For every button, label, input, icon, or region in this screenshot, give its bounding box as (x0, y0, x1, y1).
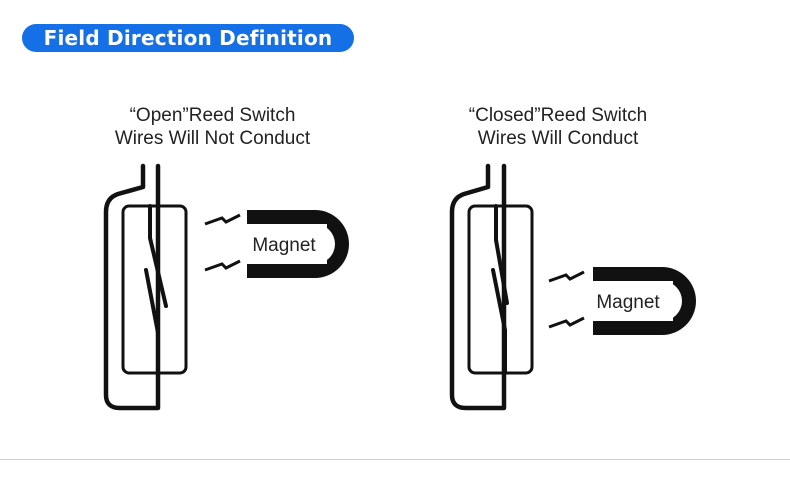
open-switch-caption-line2: Wires Will Not Conduct (114, 128, 311, 149)
closed-switch-upper-reed (494, 204, 509, 305)
open-switch-caption: “Open”Reed Switch Wires Will Not Conduct (95, 104, 330, 150)
closed-field-bolt-lower-icon (548, 316, 585, 329)
closed-magnet-label-bg (593, 281, 673, 321)
open-reed-switch (103, 163, 188, 411)
closed-switch-caption-line2: Wires Will Conduct (477, 128, 639, 149)
bottom-divider (0, 459, 790, 460)
section-title-badge: Field Direction Definition (22, 24, 354, 52)
closed-field-bolt-upper-icon (548, 270, 585, 283)
open-field-bolt-lower-icon (204, 259, 241, 272)
closed-reed-switch (449, 163, 534, 411)
closed-switch-housing (449, 163, 507, 411)
open-switch-caption-line1: “Open”Reed Switch (129, 105, 296, 126)
open-switch-lower-reed (144, 268, 160, 375)
closed-switch-caption-line1: “Closed”Reed Switch (468, 105, 648, 126)
open-switch-glass-capsule (121, 204, 188, 375)
closed-switch-lower-reed (491, 268, 507, 375)
open-field-bolt-upper-icon (204, 213, 241, 226)
closed-magnet-body (593, 267, 696, 335)
open-switch-housing (103, 163, 161, 411)
closed-switch-glass-capsule (467, 204, 534, 375)
closed-switch-caption: “Closed”Reed Switch Wires Will Conduct (448, 104, 668, 150)
open-switch-upper-reed (148, 204, 168, 308)
open-magnet-body (247, 210, 349, 278)
open-magnet-label: Magnet (252, 235, 316, 256)
open-magnet-label-bg (247, 224, 327, 264)
open-switch-magnet: Magnet (204, 210, 349, 278)
closed-switch-magnet: Magnet (548, 267, 696, 335)
closed-magnet-label: Magnet (596, 292, 660, 313)
